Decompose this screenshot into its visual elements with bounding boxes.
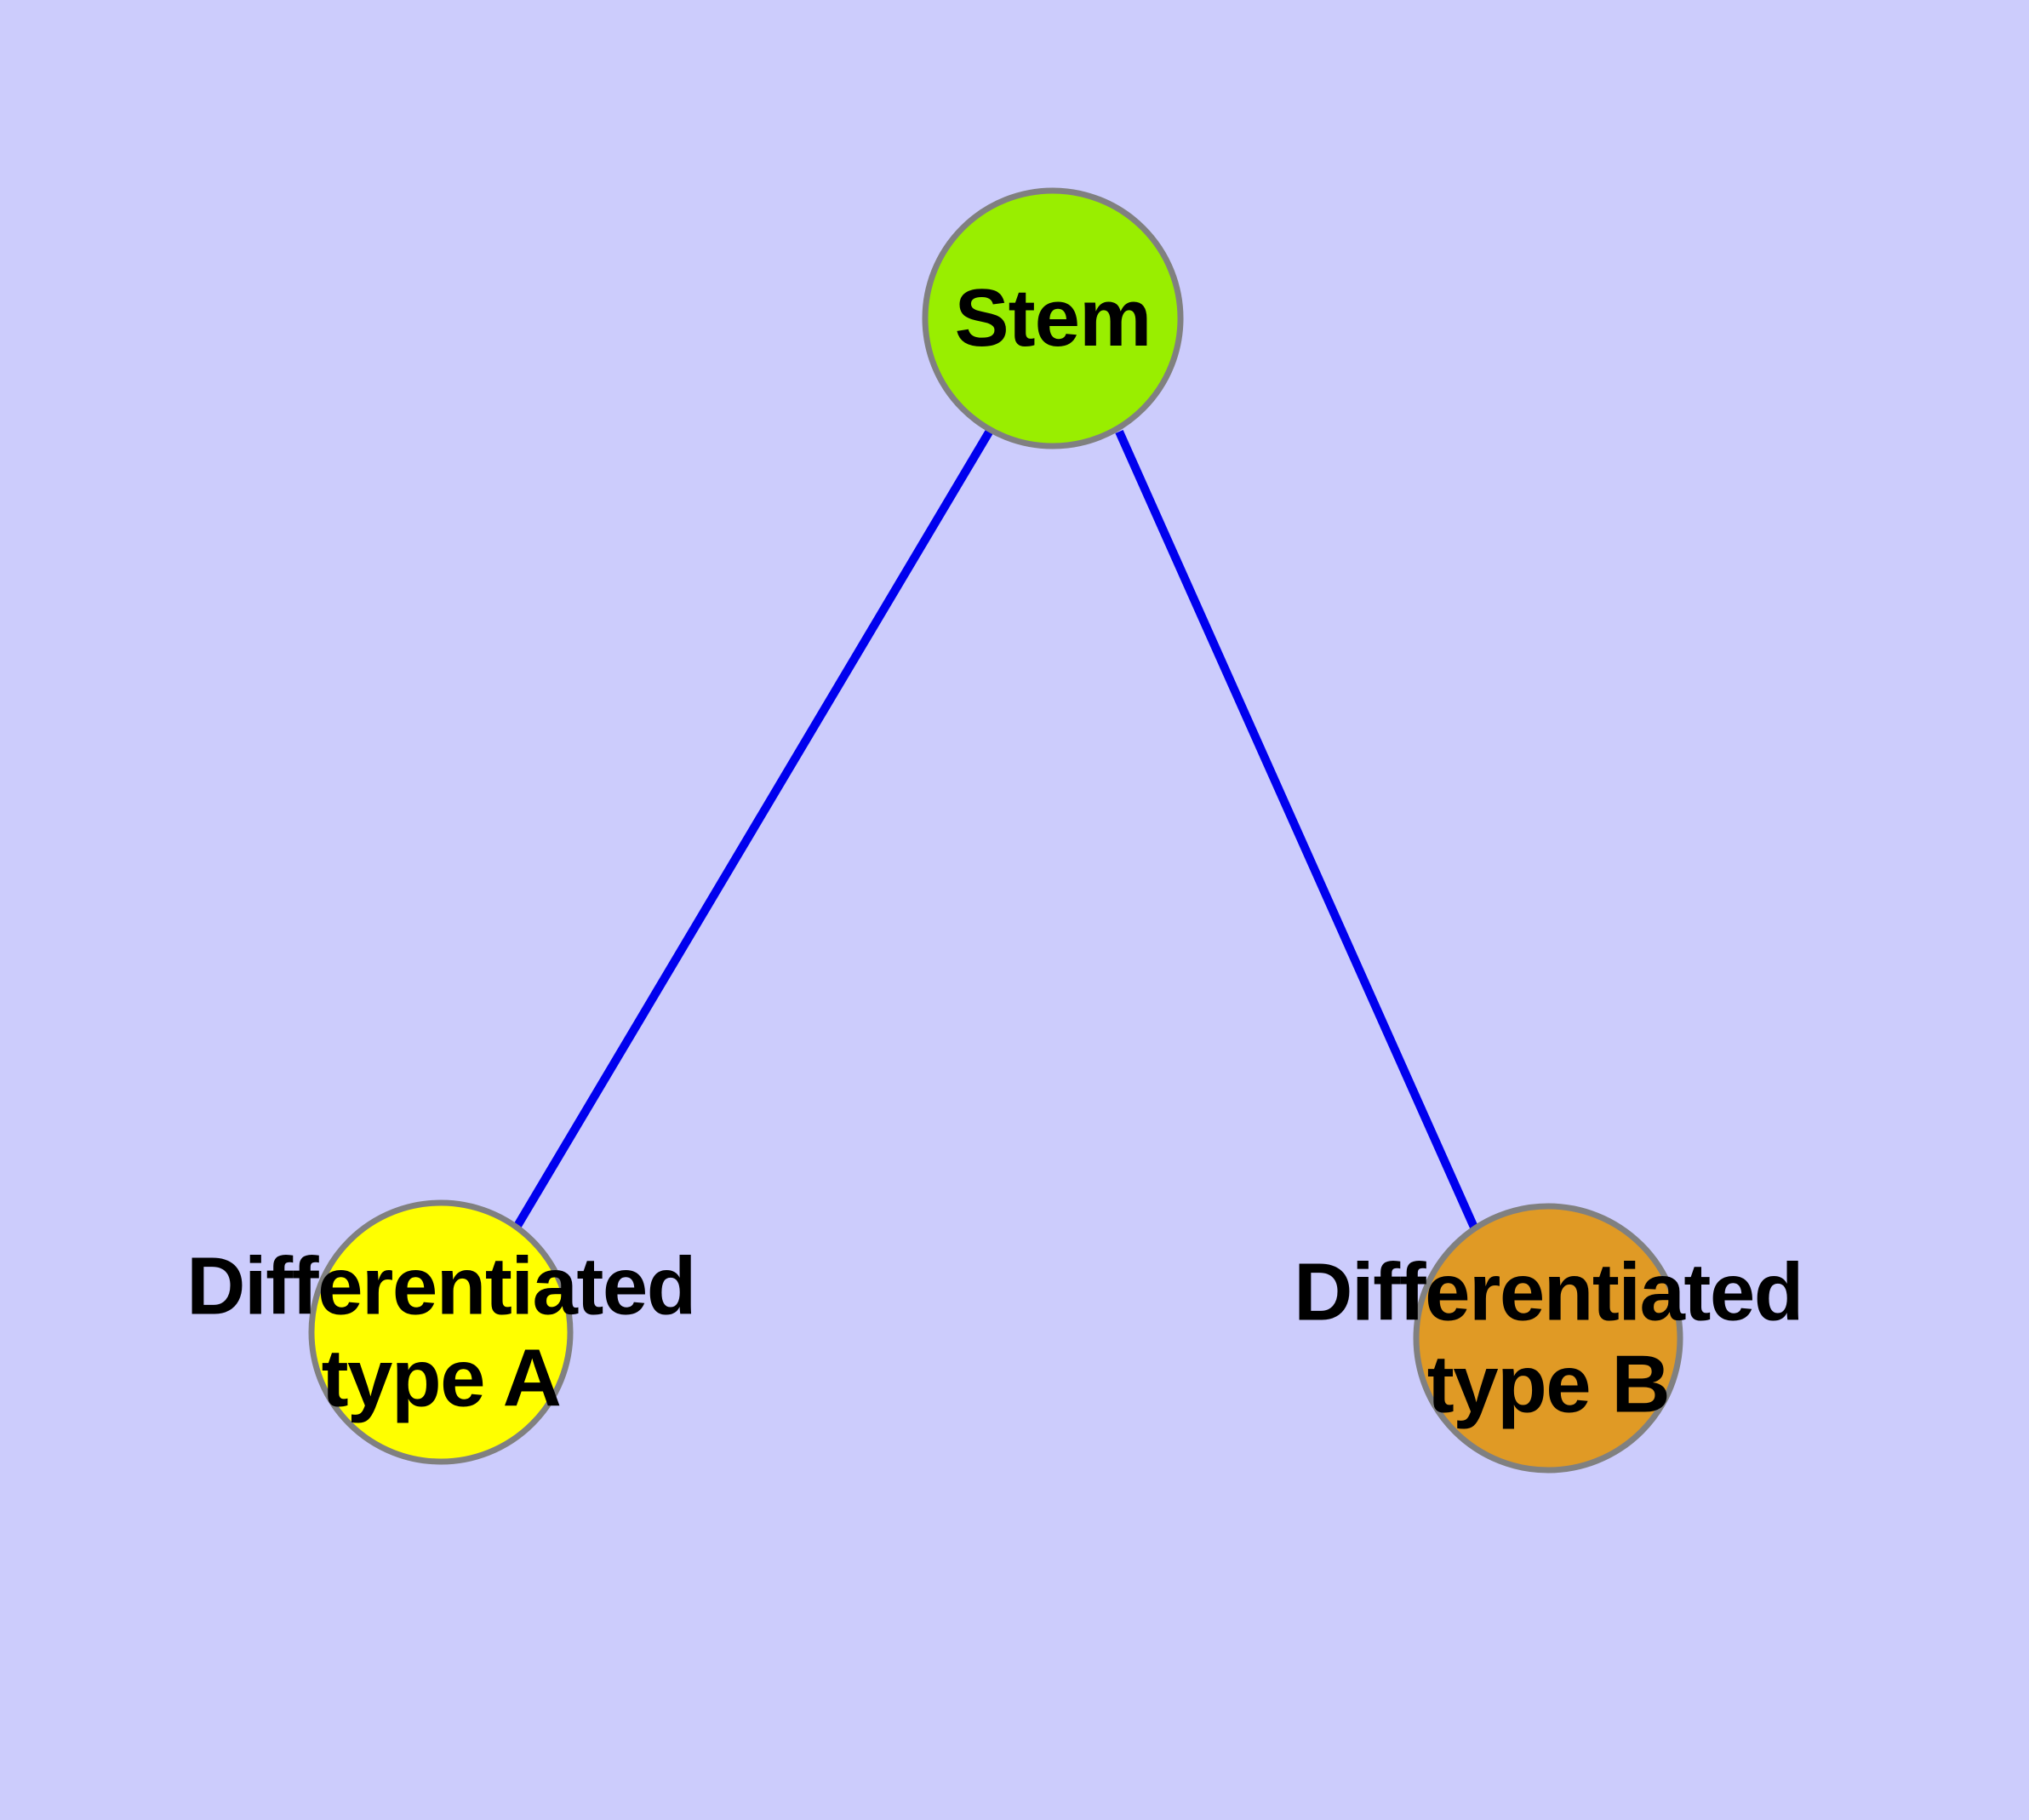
nodes-layer xyxy=(308,187,1683,1474)
edges-layer xyxy=(513,428,1479,1232)
graph-node-diff_a[interactable] xyxy=(308,1199,574,1465)
graph-node-diff_b[interactable] xyxy=(1413,1203,1683,1474)
graph-edge[interactable] xyxy=(513,428,994,1228)
graph-node-stem[interactable] xyxy=(922,187,1184,449)
graph-edge[interactable] xyxy=(1115,429,1479,1232)
